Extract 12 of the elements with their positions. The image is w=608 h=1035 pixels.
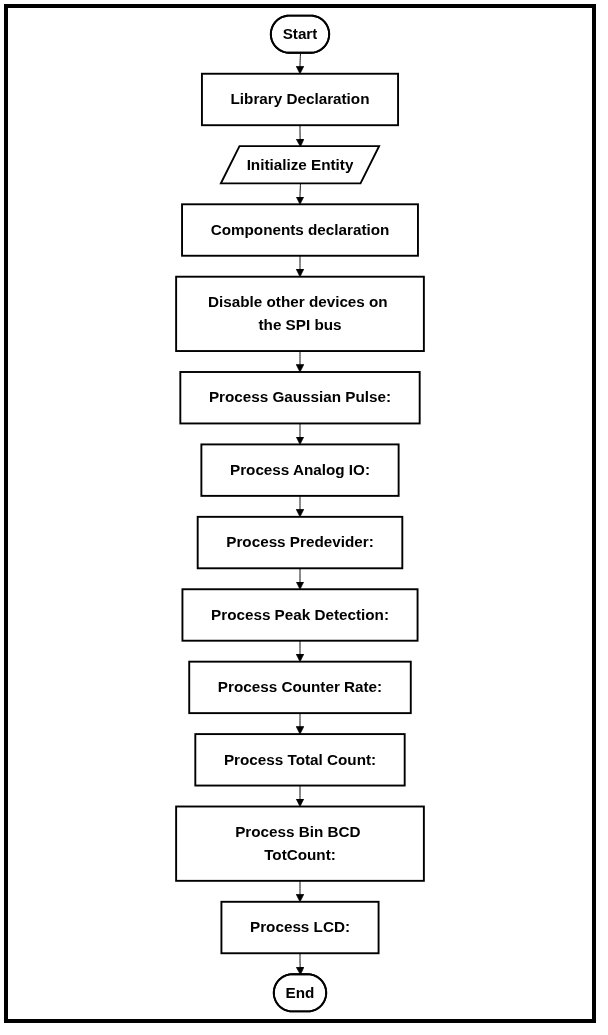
node-box (220, 900, 380, 955)
frame-border: Start Library Declaration Initialize Entity Components declaration Disable other devices on the SPI bus Process Gaussian Pulse: Process Analog IO: Process Predevider: Process Peak Detection: Process Counter Rate: Process Total Count: Process Bin BCD TotCount: Process LCD: End (4, 4, 596, 1023)
node-box (194, 733, 406, 787)
node-box (196, 515, 404, 570)
node-box (200, 443, 400, 497)
node-box (179, 371, 421, 425)
node-box (188, 660, 412, 715)
node-box (175, 275, 425, 352)
node-box (181, 203, 419, 257)
node-box (181, 588, 419, 642)
node-box (175, 805, 425, 882)
node-box (201, 72, 399, 127)
